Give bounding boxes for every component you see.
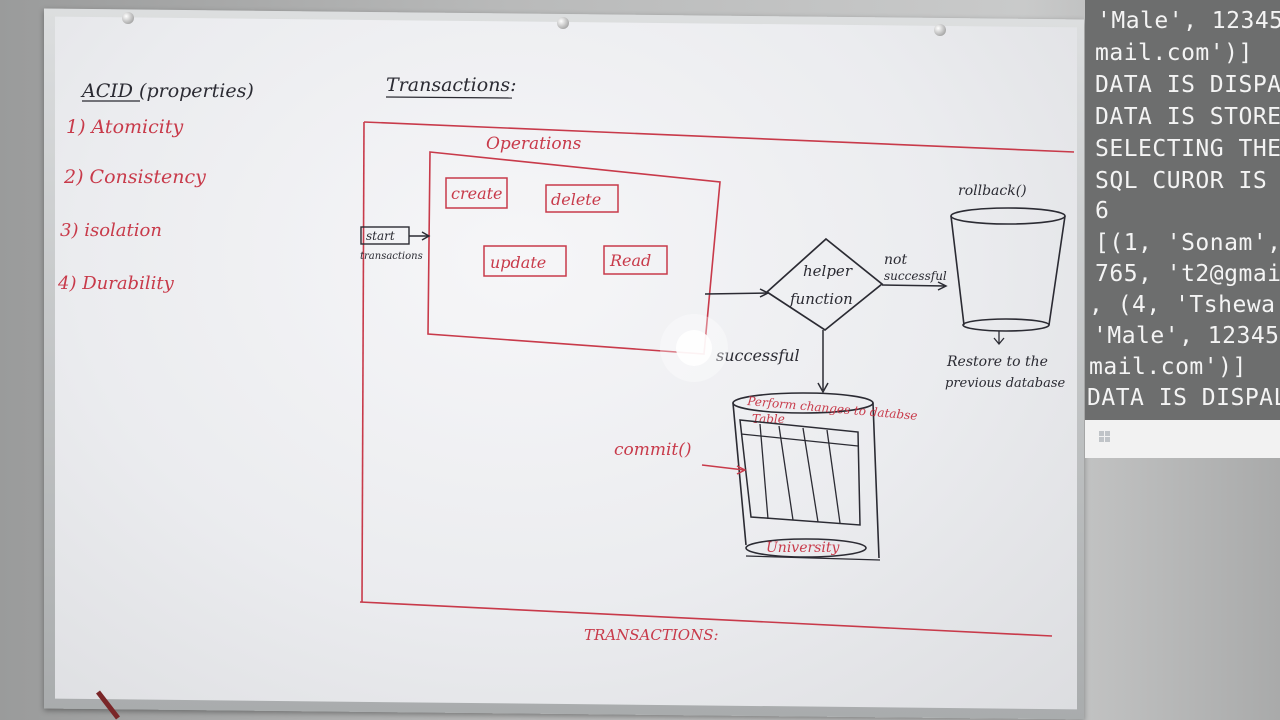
projected-terminal: 'Male', 12345 mail.com')] DATA IS DISPA … xyxy=(1085,0,1280,430)
acid-title: ACID (properties) xyxy=(80,80,254,102)
windows-icon xyxy=(1099,431,1111,443)
terminal-line: DATA IS DISPAL xyxy=(1087,385,1280,411)
board-pin-left xyxy=(122,12,134,24)
restore-line-2: previous database xyxy=(945,376,1066,391)
terminal-line: DATA IS DISPA xyxy=(1095,72,1280,98)
op-create-box xyxy=(445,177,508,209)
restore-line-1: Restore to the xyxy=(946,354,1048,370)
successful-label: successful xyxy=(716,346,800,365)
acid-item-4: 4) Durability xyxy=(57,273,175,294)
rollback-label: rollback() xyxy=(958,183,1027,199)
transactions-title: Transactions: xyxy=(386,74,517,96)
terminal-line: [(1, 'Sonam', xyxy=(1095,230,1280,256)
operations-label: Operations xyxy=(486,134,582,154)
not-successful-label: successful xyxy=(884,269,947,283)
board-pin-middle xyxy=(557,17,569,29)
terminal-line: SQL CUROR IS xyxy=(1095,168,1268,194)
board-pin-right xyxy=(934,24,946,36)
op-create: create xyxy=(451,184,503,203)
helper-line-2: function xyxy=(789,290,853,308)
op-read: Read xyxy=(609,251,651,270)
terminal-line: , (4, 'Tshewa xyxy=(1089,292,1276,318)
start-sub: transactions xyxy=(360,251,423,262)
university-label: University xyxy=(766,540,840,556)
op-update-box xyxy=(483,245,567,277)
marker-pen xyxy=(96,690,120,720)
acid-item-3: 3) isolation xyxy=(60,220,162,241)
bottom-title: TRANSACTIONS: xyxy=(584,626,719,644)
start-label: start xyxy=(366,229,395,243)
terminal-line: 'Male', 12345 xyxy=(1097,8,1280,34)
terminal-line: mail.com')] xyxy=(1089,354,1247,380)
terminal-line: 765, 't2@gmai xyxy=(1095,261,1280,287)
not-label: not xyxy=(884,252,907,268)
projected-taskbar-window xyxy=(1085,420,1280,458)
op-delete-box xyxy=(545,184,619,213)
terminal-line: mail.com')] xyxy=(1095,40,1253,66)
terminal-line: 'Male', 12345 xyxy=(1093,323,1280,349)
terminal-line: 6 xyxy=(1095,198,1110,224)
commit-label: commit() xyxy=(614,440,692,460)
op-read-box xyxy=(603,245,668,275)
light-glare xyxy=(676,330,712,366)
acid-item-2: 2) Consistency xyxy=(63,166,206,188)
terminal-line: DATA IS STORE xyxy=(1095,104,1280,130)
helper-line-1: helper xyxy=(803,262,853,280)
op-update: update xyxy=(490,253,546,272)
terminal-line: SELECTING THE xyxy=(1095,136,1280,162)
acid-item-1: 1) Atomicity xyxy=(66,116,183,138)
op-delete: delete xyxy=(551,190,601,209)
